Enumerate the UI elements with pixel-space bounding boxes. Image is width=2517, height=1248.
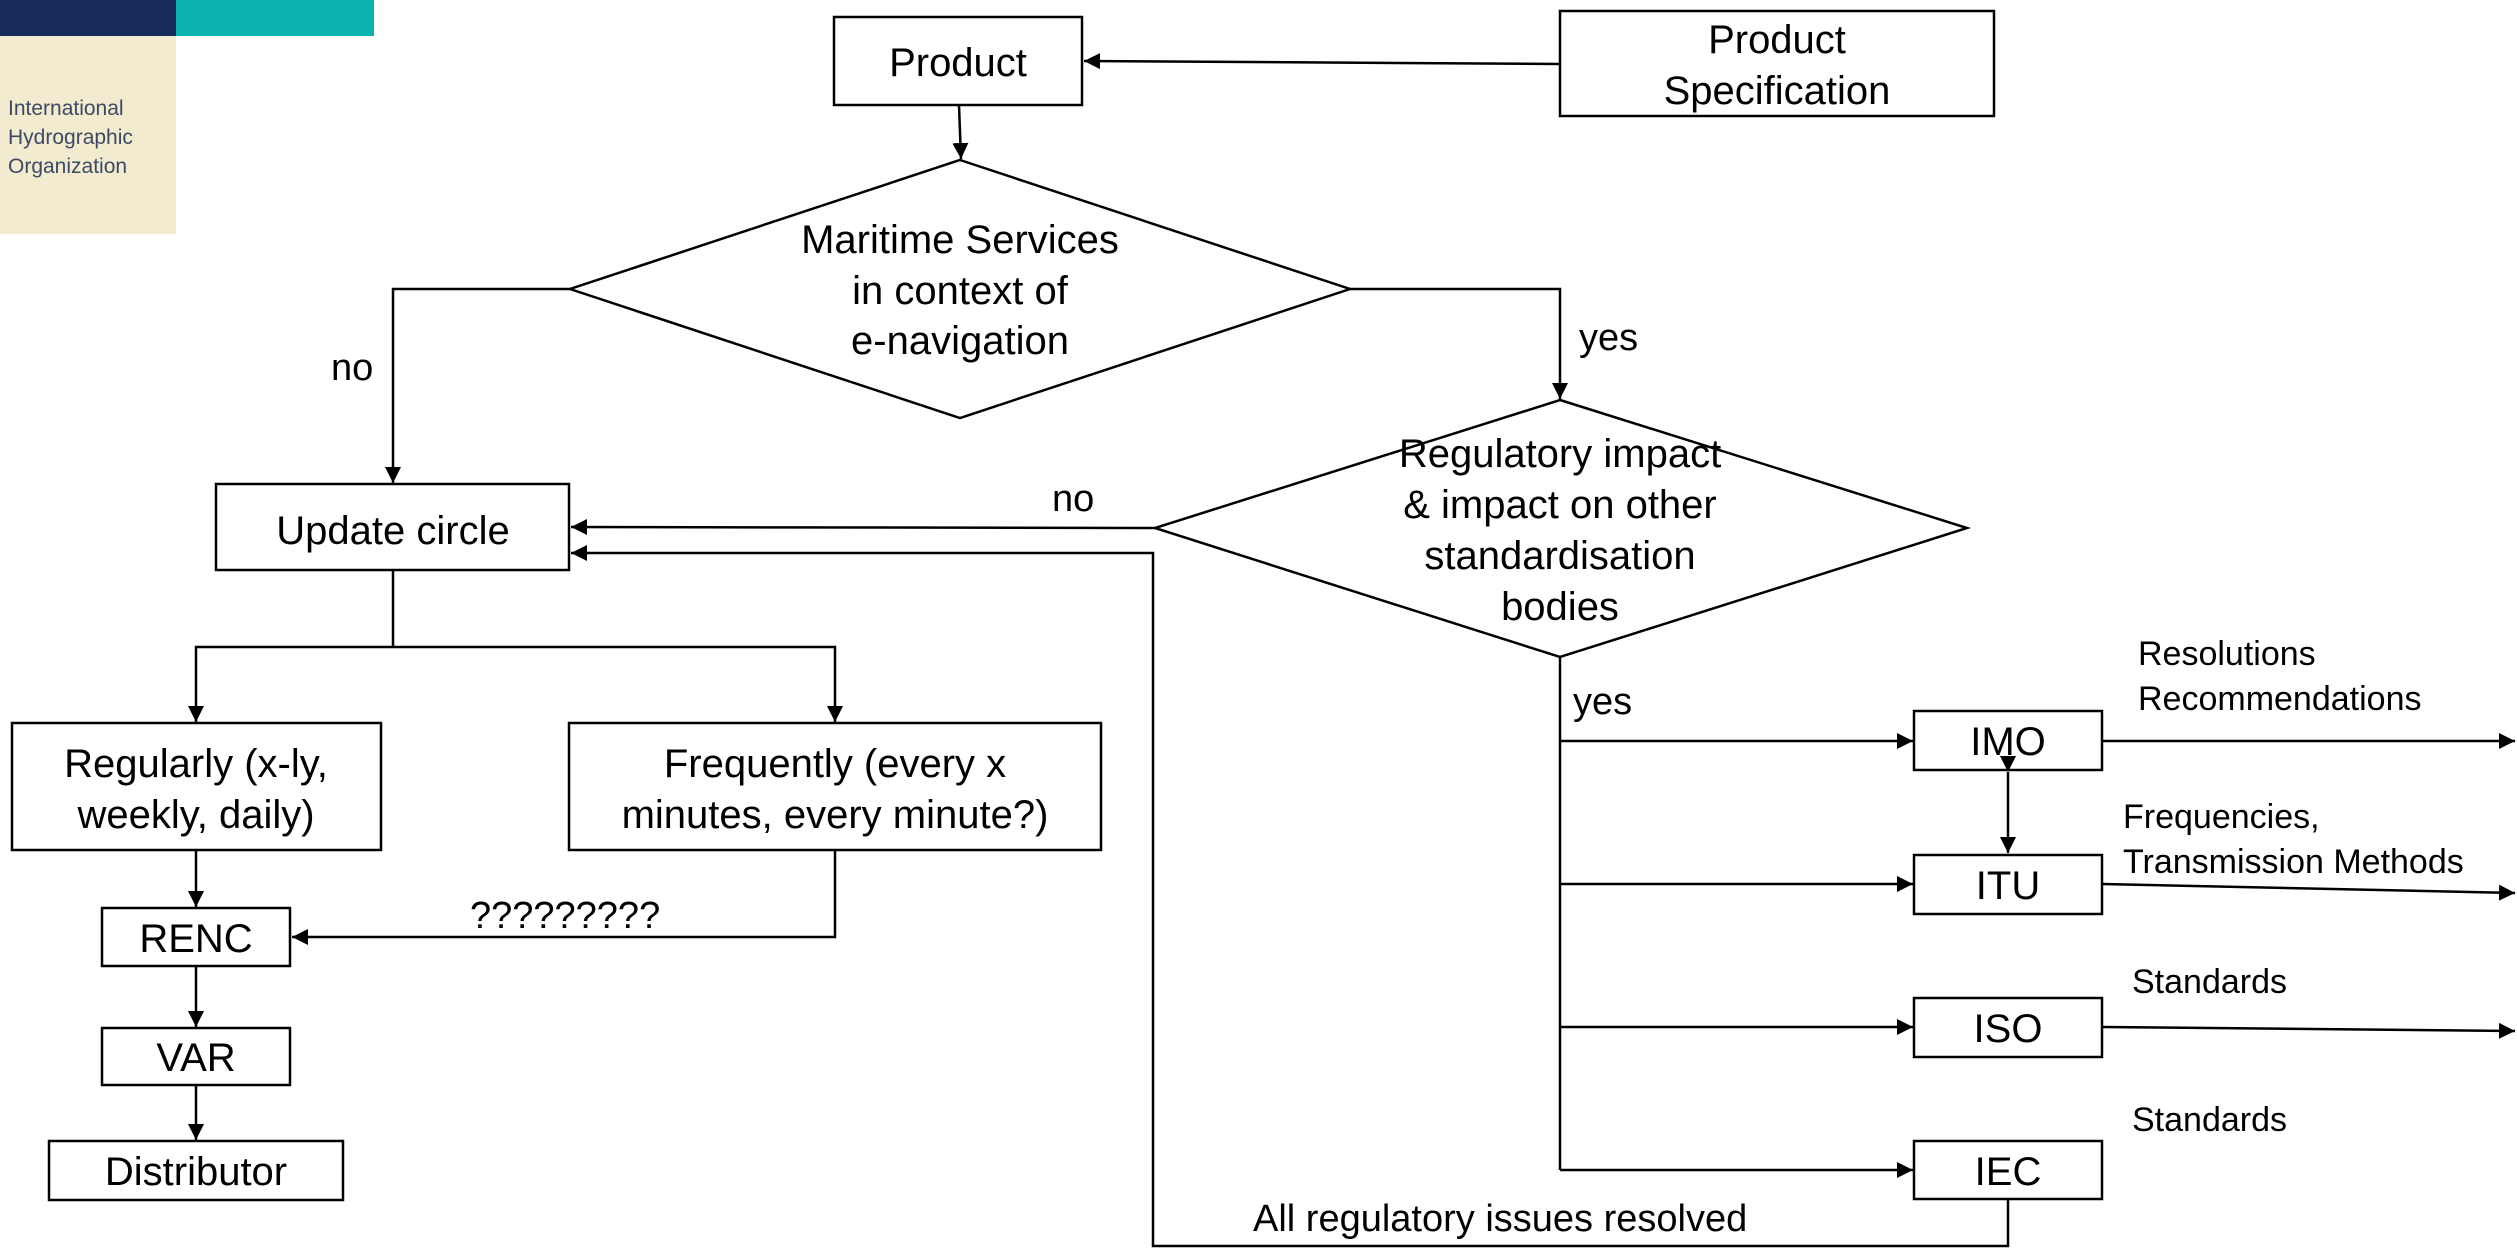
regulatory-label: Regulatory impact <box>1399 432 1721 476</box>
to-regularly-arrow <box>188 645 393 722</box>
yes-label: yes <box>1573 681 1632 723</box>
logo-teal-band <box>176 0 374 36</box>
frequently-to-renc-arrow <box>292 850 837 945</box>
regularly-label: weekly, daily) <box>76 793 314 837</box>
frequently-label: minutes, every minute?) <box>622 793 1049 837</box>
product-spec-label: Product <box>1708 18 1846 62</box>
iec-output-label: Standards <box>2132 1101 2287 1139</box>
frequently-label: Frequently (every x <box>664 742 1006 786</box>
spec-to-product-arrow <box>1083 53 1561 70</box>
product-box <box>832 15 1084 107</box>
product-spec-label: Specification <box>1664 69 1891 113</box>
to-frequently-arrow <box>393 645 843 722</box>
itu-output-arrow <box>2101 882 2516 901</box>
logo-text-line: International <box>8 97 124 120</box>
maritime-yes-arrow <box>1350 287 1568 399</box>
distributor-label: Distributor <box>105 1150 287 1194</box>
maritime-no-arrow <box>385 287 570 483</box>
logo-text-line: Organization <box>8 155 128 178</box>
no-label: no <box>331 347 373 389</box>
iec-label: IEC <box>1975 1150 2042 1194</box>
no-label: no <box>1052 478 1094 520</box>
itu-label: ITU <box>1976 864 2040 908</box>
renc-label: RENC <box>139 917 252 961</box>
yes-label: yes <box>1579 317 1638 359</box>
maritime-label: in context of <box>852 269 1069 313</box>
regulatory-label: standardisation <box>1424 534 1695 578</box>
imo-label: IMO <box>1970 720 2046 764</box>
logo-text-line: Hydrographic <box>8 126 133 149</box>
itu-output-label: Transmission Methods <box>2123 843 2464 881</box>
distributor-box <box>47 1139 345 1202</box>
update-circle-label: Update circle <box>276 509 509 553</box>
regulatory-label: bodies <box>1501 585 1619 629</box>
all-resolved-return-arrow <box>571 545 2010 1248</box>
imo-output-label: Resolutions <box>2138 635 2316 673</box>
iso-output-arrow <box>2101 1022 2516 1039</box>
maritime-services-decision <box>566 158 1354 420</box>
imo-output-label: Recommendations <box>2138 680 2421 718</box>
logo-organization-name: International Hydrographic Organization <box>8 94 176 181</box>
product-label: Product <box>889 41 1027 85</box>
iso-output-label: Standards <box>2132 963 2287 1001</box>
all-resolved-label: All regulatory issues resolved <box>1253 1198 1747 1240</box>
regulatory-label: & impact on other <box>1403 483 1717 527</box>
question-marks-label: ????????? <box>470 895 660 937</box>
regularly-label: Regularly (x-ly, <box>64 742 328 786</box>
maritime-label: Maritime Services <box>801 218 1119 262</box>
iso-label: ISO <box>1974 1007 2043 1051</box>
regulatory-no-arrow <box>570 519 1156 536</box>
var-label: VAR <box>156 1036 235 1080</box>
logo-cream-panel <box>0 36 176 234</box>
product-to-decision-arrow <box>952 104 969 160</box>
maritime-label: e-navigation <box>851 319 1069 363</box>
logo-navy-band <box>0 0 176 36</box>
itu-output-label: Frequencies, <box>2123 798 2320 836</box>
